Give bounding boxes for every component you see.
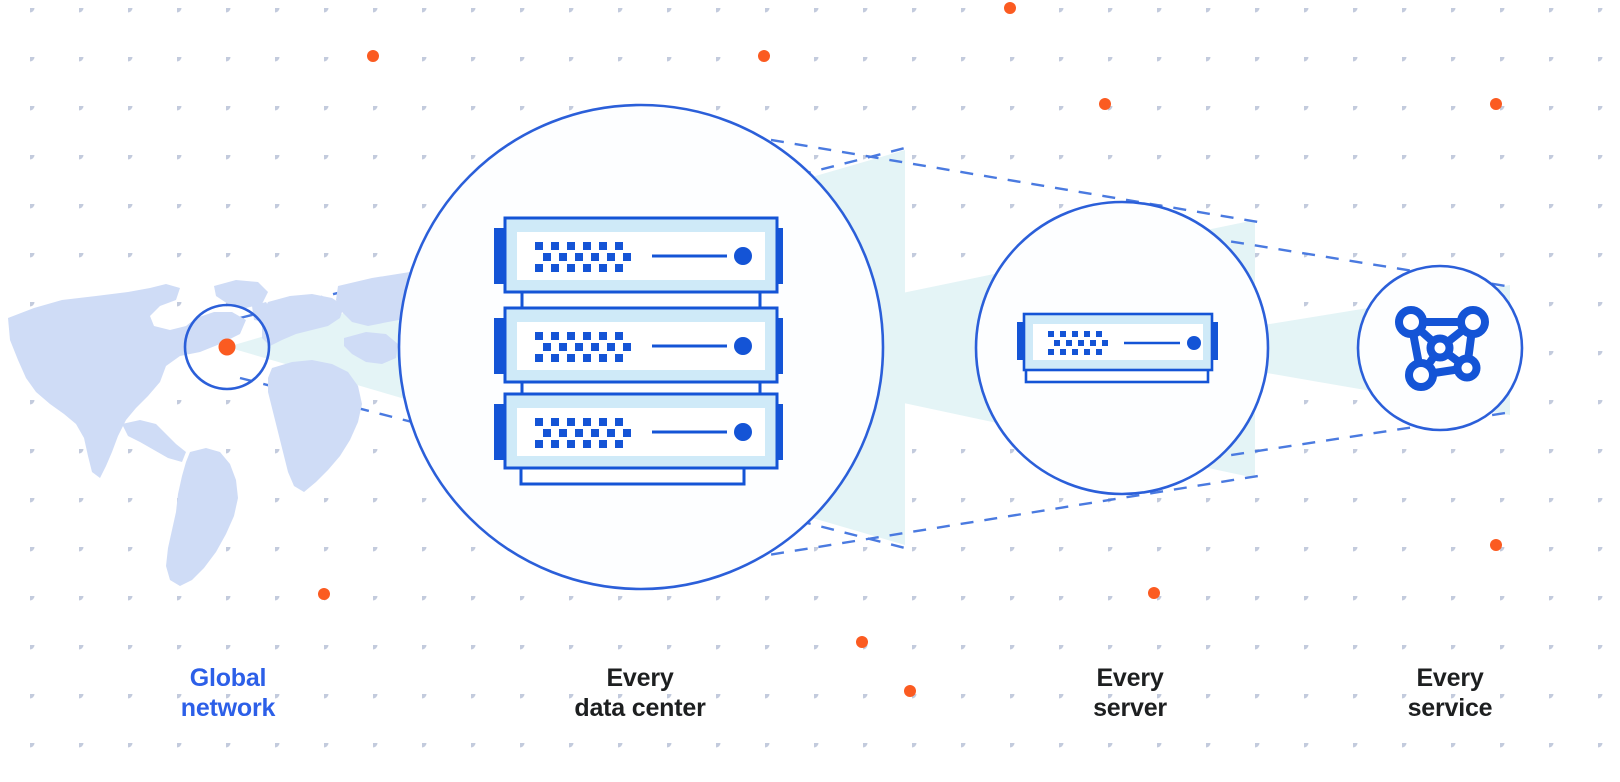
server-rack-unit-2: [494, 306, 783, 384]
accent-dots: [318, 2, 1502, 697]
server-rack-unit-1: [494, 216, 783, 294]
server-rack-base: [519, 466, 746, 486]
server-rack-unit-3: [494, 392, 783, 470]
global-network-marker: [218, 338, 236, 356]
network-node-dots: [1395, 306, 1489, 391]
server-unit-icon: [1017, 312, 1218, 384]
global-network-circle: [183, 303, 271, 391]
server-rack-rails: [520, 292, 762, 394]
